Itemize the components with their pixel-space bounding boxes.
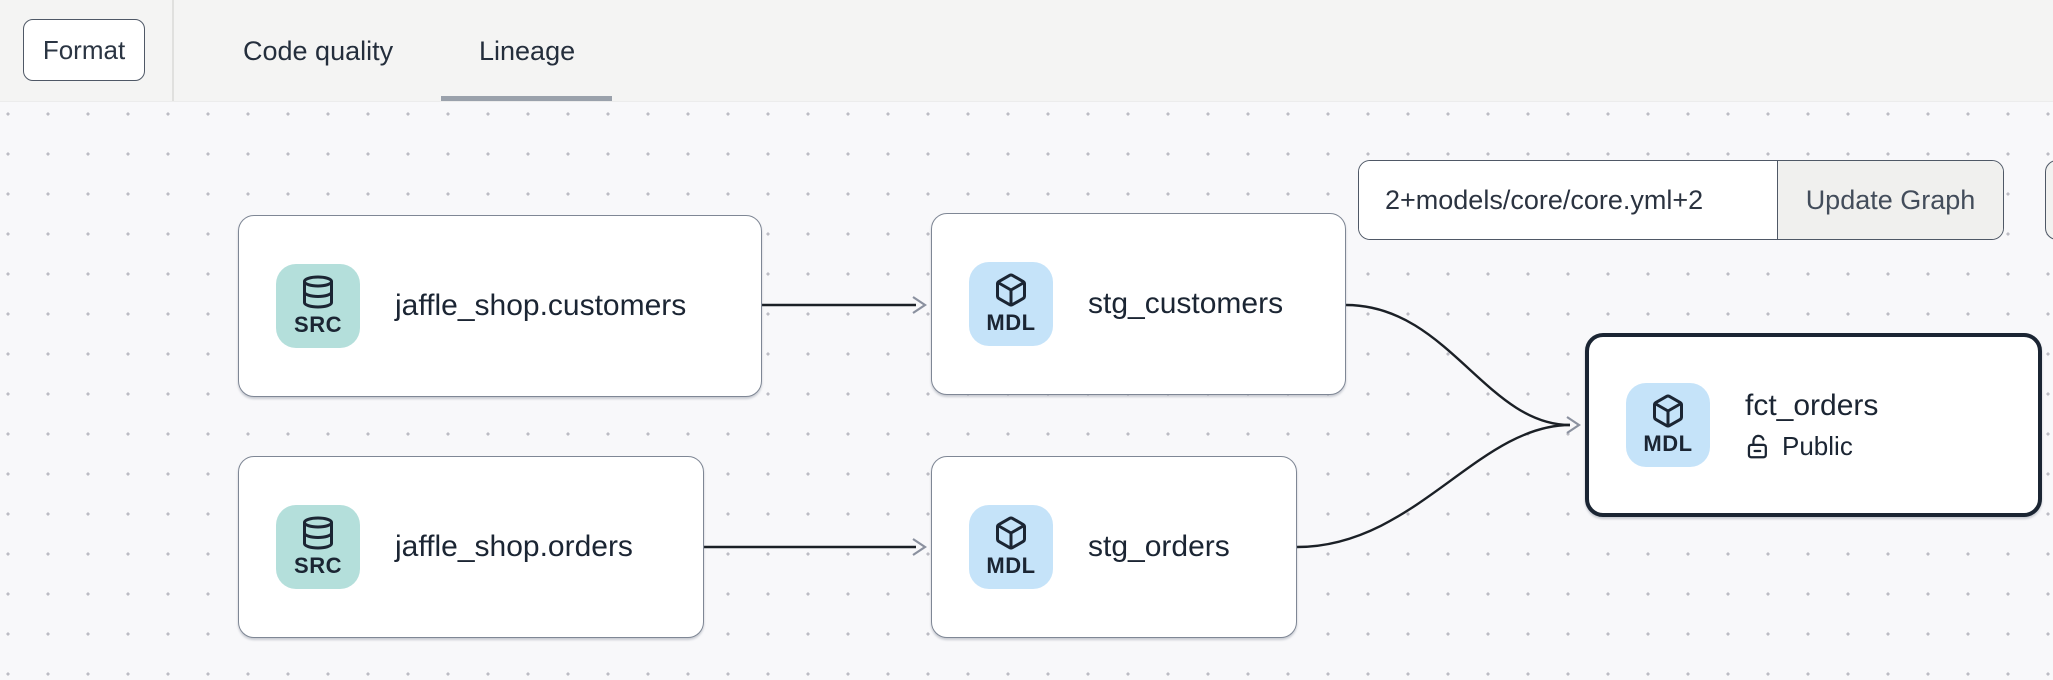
model-badge: MDL — [1626, 383, 1710, 467]
tab-code-quality[interactable]: Code quality — [243, 35, 394, 66]
model-badge: MDL — [969, 505, 1053, 589]
badge-label: SRC — [294, 312, 342, 337]
lineage-edges — [704, 296, 1581, 556]
source-badge: SRC — [276, 264, 360, 348]
cube-icon — [1653, 394, 1683, 428]
unlock-icon — [1747, 434, 1767, 458]
badge-label: MDL — [1643, 431, 1693, 456]
clipped-right-button[interactable] — [2045, 160, 2053, 240]
edge-stg-orders-to-fct-orders — [1296, 423, 1571, 549]
tab-lineage[interactable]: Lineage — [479, 35, 576, 66]
source-badge: SRC — [276, 505, 360, 589]
node-stg-customers[interactable]: MDL stg_customers — [931, 213, 1346, 395]
lineage-canvas[interactable]: SRC jaffle_shop.customers MDL stg_custom… — [0, 102, 2053, 680]
badge-label: MDL — [986, 553, 1036, 578]
arrowhead-icon — [912, 538, 927, 556]
cube-icon — [996, 516, 1026, 550]
node-jaffle-shop-customers[interactable]: SRC jaffle_shop.customers — [238, 215, 762, 397]
node-title: fct_orders — [1745, 388, 1879, 422]
node-title: jaffle_shop.orders — [395, 530, 633, 563]
arrowhead-icon — [1566, 416, 1581, 434]
node-title: stg_customers — [1088, 287, 1284, 320]
graph-controls: Update Graph — [1358, 160, 2004, 240]
node-fct-orders[interactable]: MDL fct_orders Public — [1585, 333, 2042, 517]
arrowhead-icon — [912, 296, 927, 314]
model-badge: MDL — [969, 262, 1053, 346]
database-icon — [303, 275, 333, 309]
badge-label: MDL — [986, 310, 1036, 335]
node-title: stg_orders — [1088, 530, 1230, 563]
access-row: Public — [1745, 431, 1878, 462]
access-label: Public — [1782, 430, 1853, 461]
update-graph-button[interactable]: Update Graph — [1777, 161, 2003, 239]
node-title: jaffle_shop.customers — [395, 289, 687, 322]
badge-label: SRC — [294, 553, 342, 578]
node-jaffle-shop-orders[interactable]: SRC jaffle_shop.orders — [238, 456, 704, 638]
toolbar-divider — [172, 0, 174, 101]
top-toolbar: Format Code quality Lineage — [0, 0, 2053, 102]
node-stg-orders[interactable]: MDL stg_orders — [931, 456, 1297, 638]
database-icon — [303, 516, 333, 550]
selector-input[interactable] — [1359, 161, 1777, 239]
format-button[interactable]: Format — [23, 19, 145, 81]
active-tab-underline — [441, 96, 612, 101]
cube-icon — [996, 273, 1026, 307]
edge-stg-customers-to-fct-orders — [1345, 303, 1571, 427]
